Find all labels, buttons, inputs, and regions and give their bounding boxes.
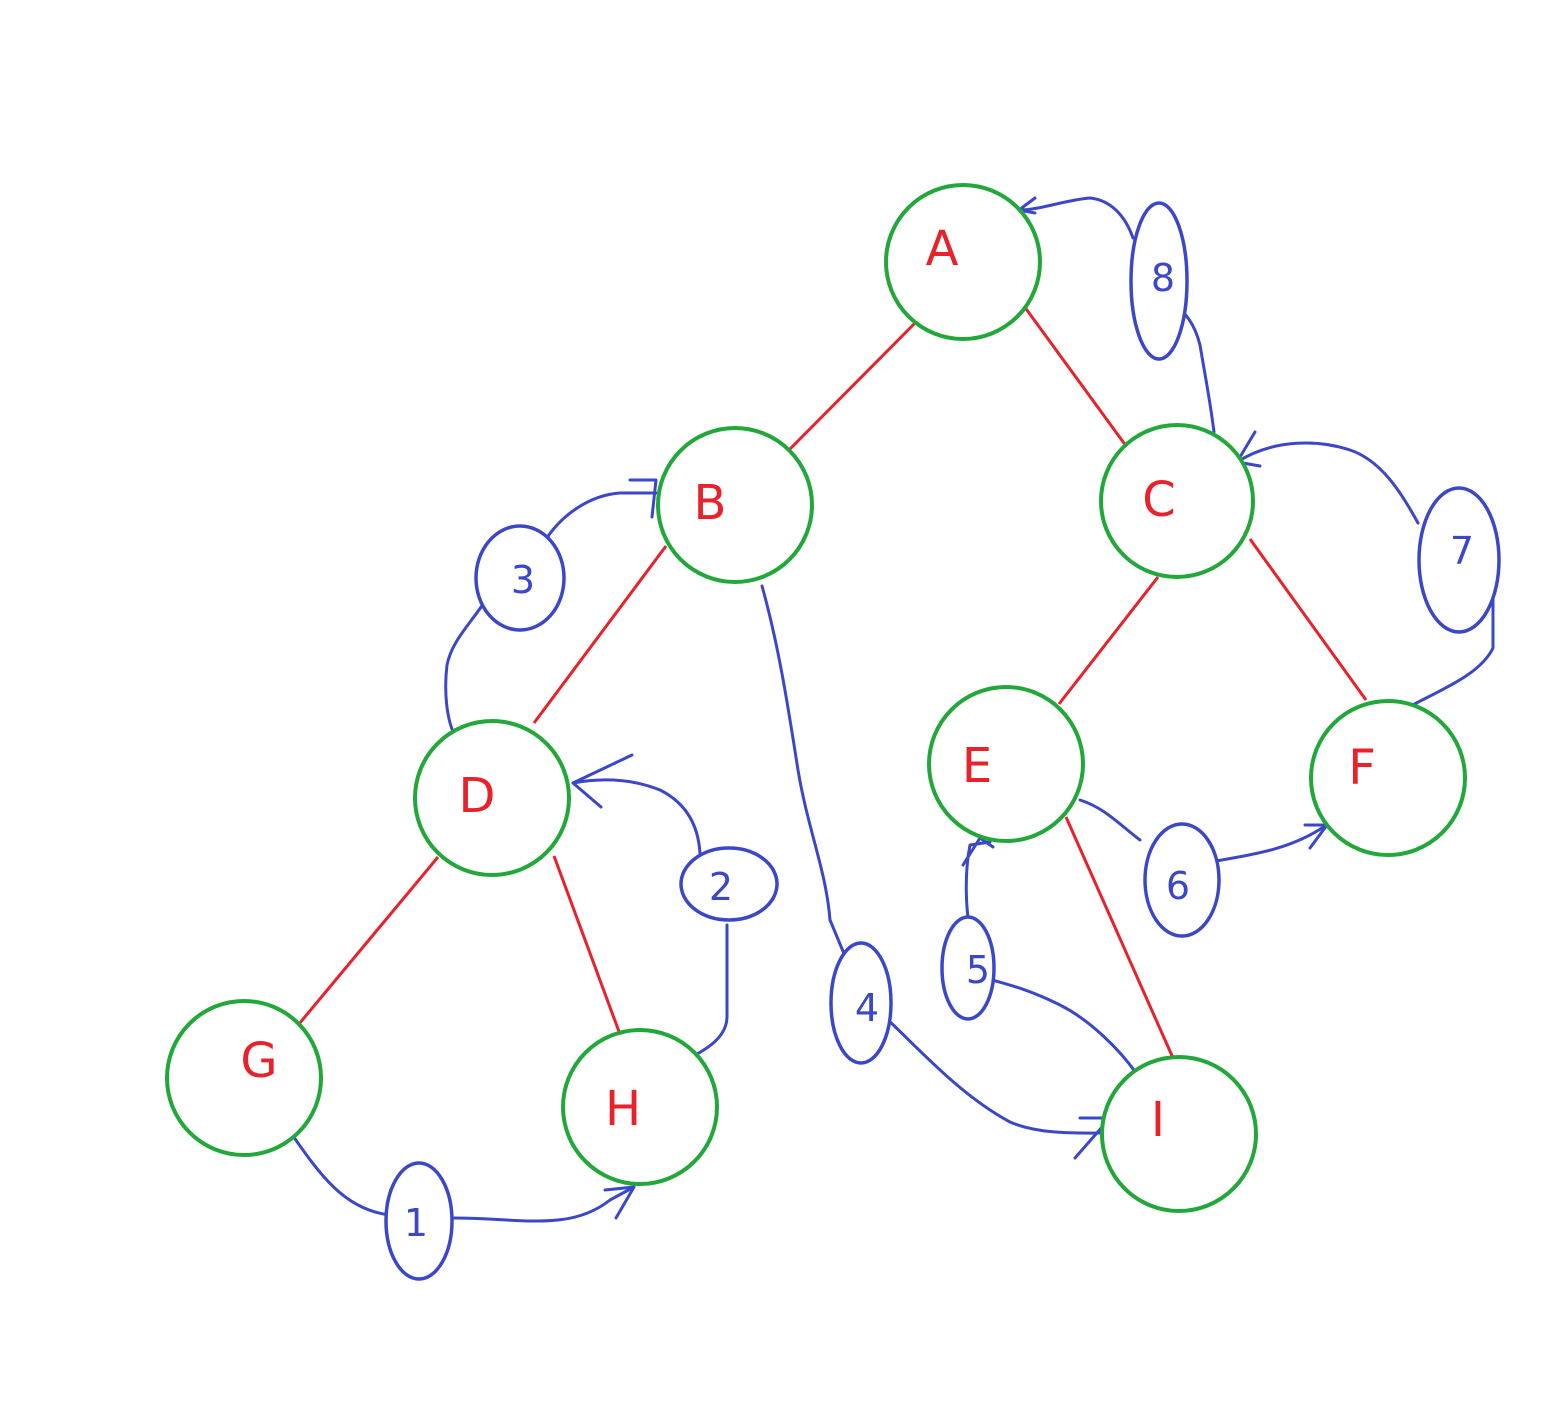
tree-nodes: A B C D E F G H xyxy=(165,183,1467,1213)
tree-edges xyxy=(292,305,1368,1059)
node-c-circle xyxy=(1099,423,1255,579)
traversal-paths xyxy=(289,196,1495,1223)
node-b-circle xyxy=(656,426,814,584)
node-d: D xyxy=(413,719,571,877)
node-d-circle xyxy=(413,719,571,877)
edge-c-f xyxy=(1248,538,1368,701)
step-4: 4 xyxy=(829,941,893,1065)
traversal-path-step-2 xyxy=(571,778,729,1062)
step-3-ellipse xyxy=(474,524,566,632)
traversal-path-step-3 xyxy=(444,491,658,740)
step-6-ellipse xyxy=(1143,822,1221,938)
step-5-label: 5 xyxy=(966,948,990,992)
traversal-path-step-6 xyxy=(1078,798,1327,864)
node-f: F xyxy=(1309,699,1467,857)
node-a: A xyxy=(884,183,1042,341)
step-5: 5 xyxy=(940,915,996,1021)
node-a-circle xyxy=(884,183,1042,341)
edge-e-i xyxy=(1064,816,1175,1059)
step-6-label: 6 xyxy=(1166,864,1190,908)
step-1: 1 xyxy=(384,1161,454,1281)
step-7-ellipse xyxy=(1417,486,1501,634)
step-5-ellipse xyxy=(940,915,996,1021)
step-6: 6 xyxy=(1143,822,1221,938)
step-8: 8 xyxy=(1129,201,1189,361)
step-8-ellipse xyxy=(1129,201,1189,361)
step-3-label: 3 xyxy=(511,558,535,602)
arrow-head-step-3 xyxy=(628,478,658,519)
traversal-steps: 1 2 3 4 5 6 7 8 xyxy=(384,201,1501,1281)
step-2-ellipse xyxy=(679,846,779,922)
node-e-circle xyxy=(927,685,1085,843)
node-b-label: B xyxy=(694,475,727,531)
edge-a-c xyxy=(1022,305,1131,451)
node-c-label: C xyxy=(1142,472,1176,528)
step-8-label: 8 xyxy=(1151,256,1175,300)
traversal-path-step-4 xyxy=(760,584,1112,1135)
node-d-label: D xyxy=(459,768,496,824)
node-e-label: E xyxy=(962,738,992,794)
step-4-label: 4 xyxy=(855,986,879,1030)
edge-d-g xyxy=(292,856,440,1031)
step-1-label: 1 xyxy=(404,1201,428,1245)
node-g-label: G xyxy=(240,1033,277,1089)
node-a-label: A xyxy=(926,221,959,277)
edge-c-e xyxy=(1057,576,1160,705)
step-7: 7 xyxy=(1417,486,1501,634)
node-i: I xyxy=(1100,1055,1258,1213)
node-i-circle xyxy=(1100,1055,1258,1213)
step-1-ellipse xyxy=(384,1161,454,1281)
node-f-circle xyxy=(1309,699,1467,857)
node-b: B xyxy=(656,426,814,584)
step-4-ellipse xyxy=(829,941,893,1065)
traversal-path-step-7 xyxy=(1235,441,1495,710)
node-h-label: H xyxy=(605,1081,641,1137)
node-g-circle xyxy=(165,999,323,1157)
step-3: 3 xyxy=(474,524,566,632)
node-c: C xyxy=(1099,423,1255,579)
arrow-head-step-1 xyxy=(603,1185,636,1220)
arrow-head-step-2 xyxy=(571,753,634,809)
edge-d-h xyxy=(552,855,623,1038)
node-i-label: I xyxy=(1151,1092,1165,1148)
traversal-path-step-1 xyxy=(289,1131,636,1223)
edge-b-d xyxy=(532,545,668,724)
node-h-circle xyxy=(561,1028,719,1186)
step-7-label: 7 xyxy=(1450,529,1474,573)
step-2-label: 2 xyxy=(709,865,733,909)
node-f-label: F xyxy=(1348,740,1376,796)
node-h: H xyxy=(561,1028,719,1186)
step-2: 2 xyxy=(679,846,779,922)
edge-a-b xyxy=(787,319,919,452)
node-g: G xyxy=(165,999,323,1157)
node-e: E xyxy=(927,685,1085,843)
